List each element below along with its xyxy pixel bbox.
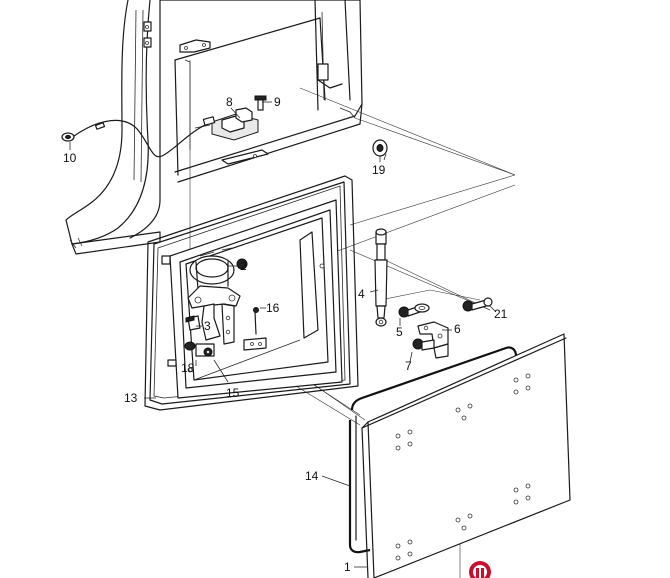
callout-14: 14 (305, 469, 319, 483)
callout-2: 2 (240, 259, 247, 273)
latch-assembly (184, 307, 267, 357)
door-panel-assembly (348, 333, 571, 578)
grommet (372, 139, 388, 161)
callout-6: 6 (454, 322, 461, 336)
callout-19: 19 (372, 163, 386, 177)
callout-4: 4 (358, 287, 365, 301)
callout-8: 8 (226, 95, 233, 109)
callout-13: 13 (124, 391, 138, 405)
callout-leaders (69, 101, 497, 568)
callout-labels: 8 9 10 19 2 4 16 21 3 6 5 7 18 15 13 14 … (63, 95, 508, 574)
callout-5: 5 (396, 325, 403, 339)
callout-1: 1 (344, 560, 351, 574)
cable-harness (61, 116, 216, 158)
callout-21: 21 (494, 307, 508, 321)
strut-bracket-hardware (398, 297, 493, 359)
callout-16: 16 (266, 301, 280, 315)
callout-15: 15 (226, 386, 240, 400)
callout-9: 9 (274, 95, 281, 109)
gas-spring-mount (187, 255, 248, 345)
callout-10: 10 (63, 151, 77, 165)
callout-7: 7 (405, 359, 412, 373)
callout-18: 18 (181, 361, 195, 375)
gas-strut (374, 228, 388, 327)
hotspot-marker-icon[interactable] (469, 561, 491, 578)
cab-body-frame (65, 0, 363, 255)
callout-3: 3 (204, 319, 211, 333)
